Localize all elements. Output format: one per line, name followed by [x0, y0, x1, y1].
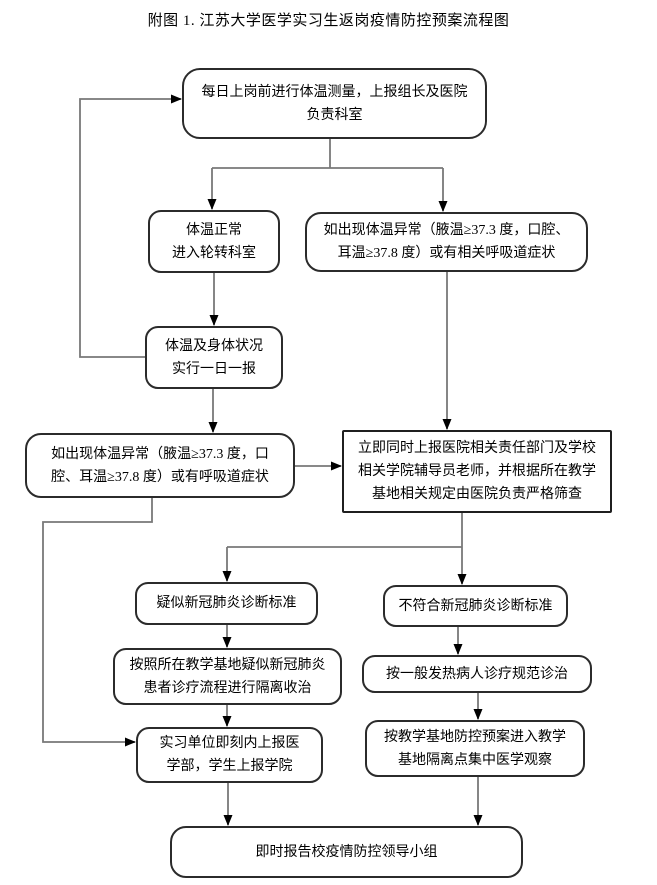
node-fever-treatment: 按一般发热病人诊疗规范诊治	[362, 655, 592, 693]
node-daily-temp-check: 每日上岗前进行体温测量，上报组长及医院 负责科室	[182, 68, 487, 139]
node-temp-abnormal-symptoms: 如出现体温异常（腋温≥37.3 度，口 腔、耳温≥37.8 度）或有呼吸道症状	[25, 433, 295, 498]
node-isolation-treatment: 按照所在教学基地疑似新冠肺炎 患者诊疗流程进行隔离收治	[113, 648, 342, 705]
node-medical-observation: 按教学基地防控预案进入教学 基地隔离点集中医学观察	[365, 720, 585, 777]
node-immediate-report: 立即同时上报医院相关责任部门及学校 相关学院辅导员老师，并根据所在教学 基地相关…	[342, 430, 612, 513]
node-suspected-covid: 疑似新冠肺炎诊断标准	[135, 582, 318, 625]
page-title: 附图 1. 江苏大学医学实习生返岗疫情防控预案流程图	[147, 13, 510, 29]
node-unit-report: 实习单位即刻内上报医 学部，学生上报学院	[136, 727, 323, 783]
node-not-covid: 不符合新冠肺炎诊断标准	[383, 585, 568, 627]
node-report-leading-group: 即时报告校疫情防控领导小组	[170, 826, 523, 878]
node-temp-abnormal-report: 如出现体温异常（腋温≥37.3 度，口腔、 耳温≥37.8 度）或有相关呼吸道症…	[305, 212, 588, 272]
connector-dailyreport-loop-to-start	[79, 94, 182, 358]
node-daily-report: 体温及身体状况 实行一日一报	[145, 326, 283, 389]
connector-abnormal2-to-unitreport	[42, 498, 153, 747]
node-temp-normal: 体温正常 进入轮转科室	[148, 210, 280, 273]
